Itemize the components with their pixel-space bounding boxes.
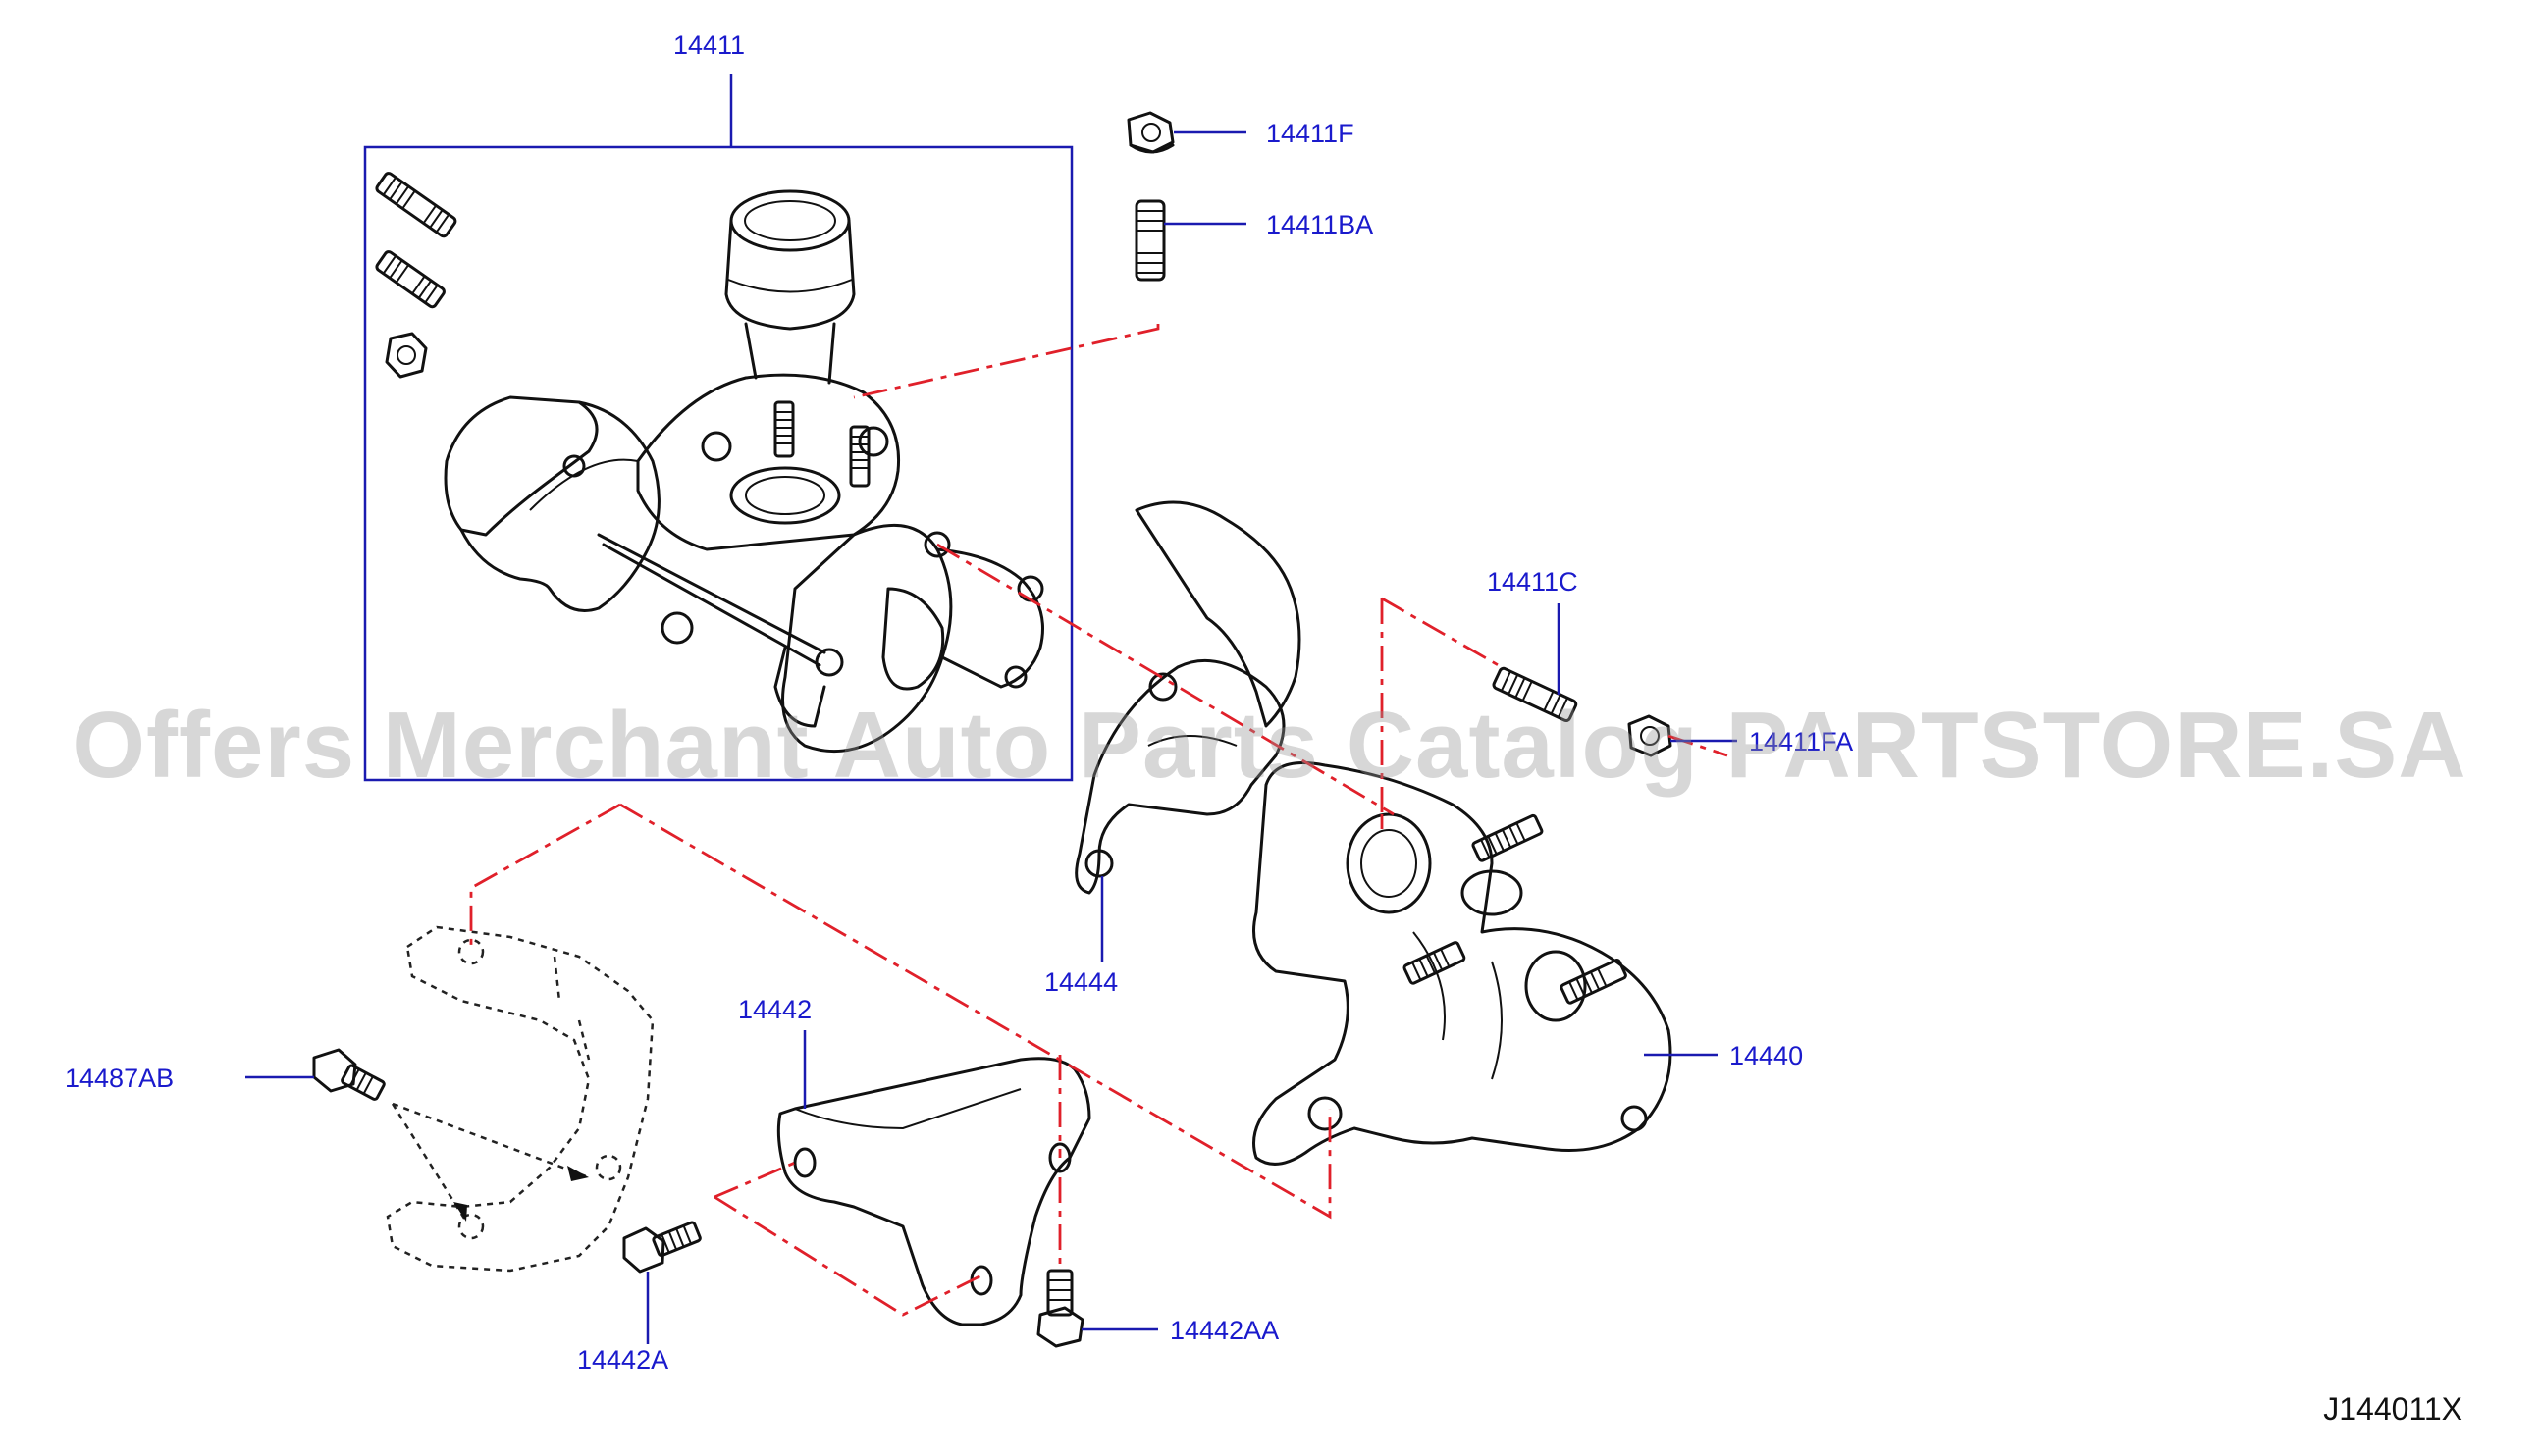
drawing-code: J144011X [2323,1391,2462,1427]
bolt-14442A-icon [622,1221,702,1274]
assembly-frame [363,145,1074,782]
leader-lines [245,130,1737,1344]
engine-mount-ghost-icon [386,925,655,1273]
callout-14442AA: 14442AA [1170,1316,1279,1345]
stud-14411C-icon [1492,666,1578,723]
bolt-14487AB-icon [312,1048,386,1101]
exhaust-manifold-14440-icon [1252,761,1672,1166]
turbocharger-assembly-group [363,74,1074,782]
watermark-text: Offers Merchant Auto Parts Catalog PARTS… [72,693,2467,798]
flange-nut-icon [385,332,428,379]
stud-middle-icon [375,250,446,309]
nut-14411FA-icon [1627,714,1672,757]
nut-14411F-icon [1127,111,1175,154]
callout-14411FA: 14411FA [1749,727,1853,756]
callout-14442: 14442 [738,995,812,1024]
bolt-14442AA-icon [1036,1269,1084,1348]
callout-labels: 14411 14411F 14411BA 14411C 14411FA 1444… [65,30,1853,1375]
bracket-14442-icon [776,1057,1091,1326]
callout-14444: 14444 [1044,967,1118,997]
callout-14440: 14440 [1729,1041,1803,1070]
callout-14487AB: 14487AB [65,1064,174,1093]
bolt-direction-arrows [391,1102,590,1222]
callout-14411F: 14411F [1266,119,1354,148]
turbocharger-icon [444,189,1044,754]
callout-14411C: 14411C [1487,567,1578,597]
stud-14411BA-icon [1135,199,1166,282]
callout-14442A: 14442A [577,1345,668,1375]
alignment-lines [469,324,1728,1317]
callout-14411BA: 14411BA [1266,210,1373,239]
callout-14411: 14411 [673,30,745,60]
stud-upper-icon [375,172,457,238]
heat-insulator-14444-icon [1075,500,1301,895]
